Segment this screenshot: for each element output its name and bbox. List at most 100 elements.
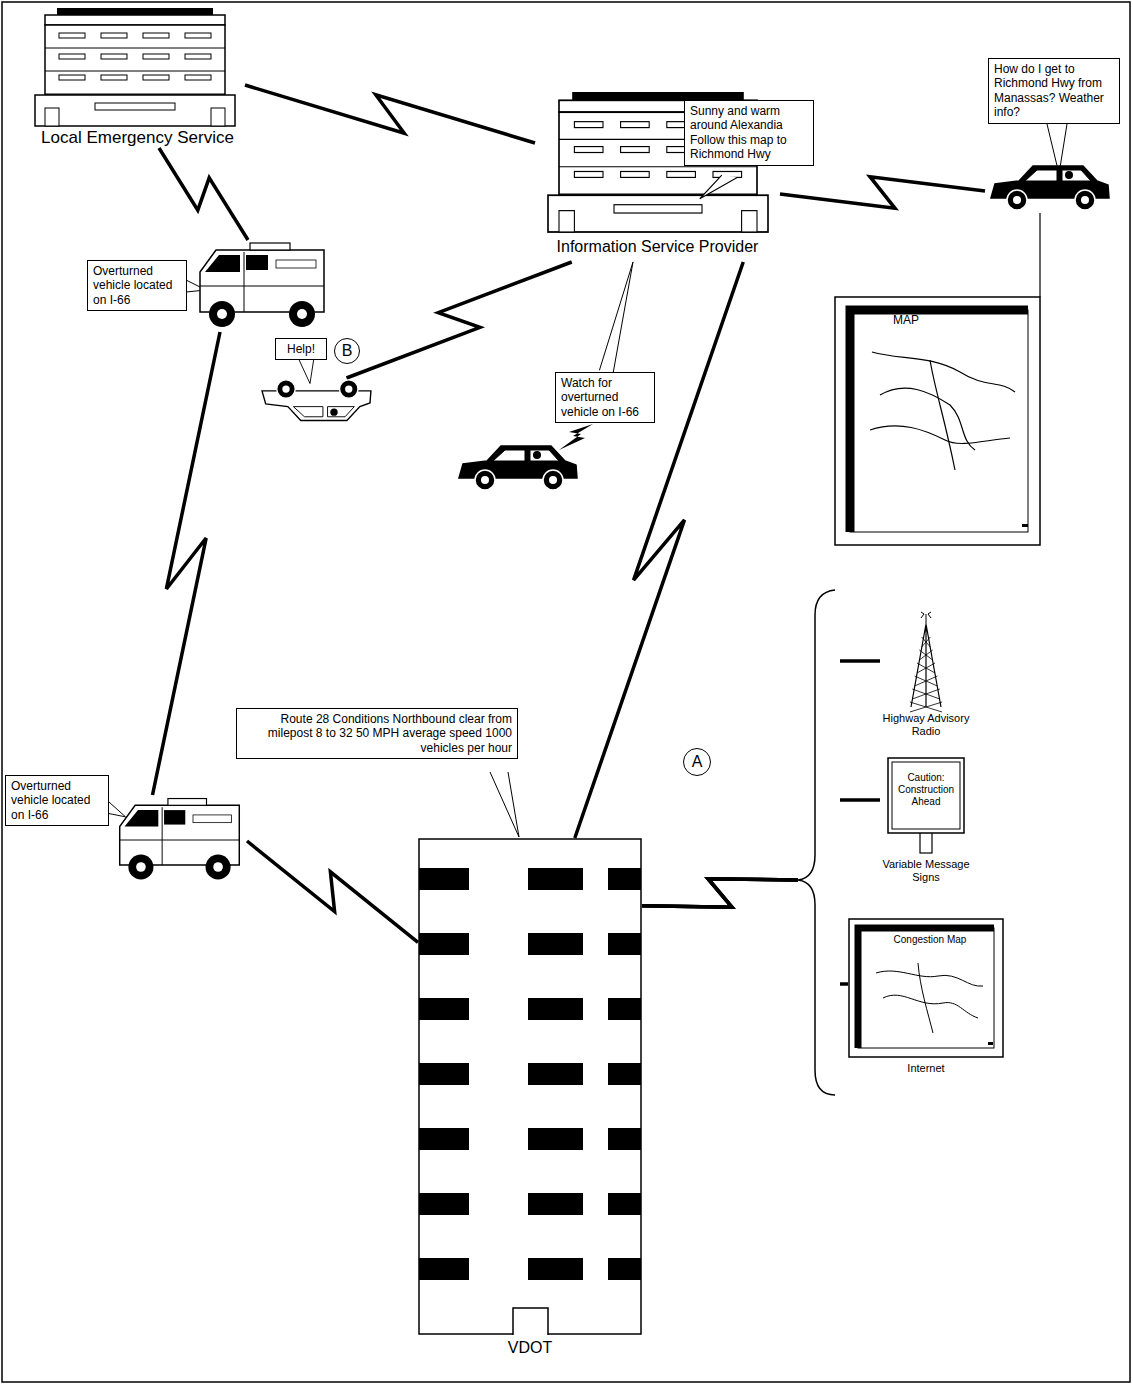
rect-part (45, 25, 225, 95)
circle-part (1065, 171, 1073, 179)
rect-part (419, 1258, 469, 1280)
circle-part (217, 309, 227, 319)
rect-part (419, 1193, 469, 1215)
rect-part (419, 839, 641, 1334)
radio-tower-picture (901, 612, 951, 707)
rect-part (419, 868, 469, 890)
overturned-car: Help! (255, 378, 377, 426)
rect-part (185, 54, 211, 59)
path-part (559, 424, 593, 450)
line-part (162, 807, 163, 865)
message-sign: Caution: Construction AheadVariable Mess… (880, 758, 972, 898)
g-part (459, 446, 577, 490)
rect-part (419, 1128, 469, 1150)
rect-part (528, 1258, 583, 1280)
line-part (917, 663, 935, 673)
rect-part (608, 933, 641, 955)
path-part (328, 407, 355, 417)
rect-part (621, 122, 650, 128)
map-display (835, 297, 1040, 545)
line-part (910, 702, 942, 712)
circle-part (136, 862, 146, 872)
line-part (915, 676, 938, 686)
rect-part (185, 75, 211, 80)
rect-part (185, 33, 211, 38)
path-part (880, 388, 975, 450)
rect-part (57, 8, 213, 15)
rect-part (59, 33, 85, 38)
rect-part (101, 33, 127, 38)
path-part (911, 624, 941, 707)
rect-part (1022, 524, 1028, 527)
circle-part (282, 385, 289, 392)
speech-bubble: How do I get to Richmond Hwy from Manass… (988, 58, 1120, 124)
rect-part (101, 54, 127, 59)
rect-part (988, 1042, 993, 1045)
circle-part (533, 451, 541, 459)
rect-part (528, 998, 583, 1020)
rect-part (667, 171, 696, 177)
rect-part (621, 171, 650, 177)
rect-part (246, 255, 268, 270)
rect-part (608, 868, 641, 890)
rect-part (742, 211, 757, 232)
circle-part (289, 301, 315, 327)
line-part (45, 71, 225, 72)
wireless-link (642, 800, 880, 907)
rect-part (608, 1193, 641, 1215)
circle-part (128, 854, 153, 879)
path-part (530, 450, 559, 461)
speech-bubble: Route 28 Conditions Northbound clear fro… (236, 708, 518, 759)
circle-part (1081, 196, 1089, 204)
ambulance-van: Overturned vehicle located on I-66 (112, 795, 247, 887)
rect-part (920, 832, 932, 853)
screen-title: MAP (893, 313, 919, 327)
rect-part (45, 108, 59, 126)
rect-part (888, 758, 964, 833)
wireless-link (347, 262, 572, 378)
line-part (45, 48, 225, 49)
ambulance-van-picture (112, 795, 247, 885)
line-part (922, 637, 931, 647)
line-part (922, 637, 931, 647)
rect-part (35, 95, 235, 126)
driver-car-picture (987, 160, 1112, 212)
line-part (559, 166, 757, 167)
passing-car: Watch for overturned vehicle on I-66 (455, 372, 665, 494)
wireless-link (642, 879, 848, 984)
rect-part (528, 1193, 583, 1215)
circle-part (543, 470, 563, 490)
wireless-link (153, 332, 221, 795)
overturned-car-picture (255, 378, 377, 426)
rect-part (574, 171, 603, 177)
speech-bubble: Overturned vehicle located on I-66 (5, 775, 109, 826)
rect-part (143, 54, 169, 59)
rect-part (608, 1128, 641, 1150)
rect-part (193, 815, 232, 823)
callout-tail (599, 262, 633, 374)
wireless-link (780, 177, 985, 209)
rect-part (574, 147, 603, 153)
rect-part (45, 15, 225, 25)
rect-part (608, 1258, 641, 1280)
vdot-building-picture (418, 838, 642, 1335)
rect-part (143, 75, 169, 80)
circle-part (345, 385, 352, 392)
path-part (106, 800, 125, 817)
callout-letter: A (683, 748, 711, 776)
building-name: Local Emergency Service (30, 128, 245, 148)
path-part (513, 1308, 548, 1335)
callout-letter: B (334, 338, 360, 364)
circle-part (1007, 190, 1027, 210)
rect-part (849, 919, 1003, 1057)
line-part (912, 689, 939, 699)
rect-part (250, 243, 290, 250)
circle-part (1075, 190, 1095, 210)
device-label: Variable Message Signs (880, 858, 972, 884)
circle-part (549, 476, 557, 484)
circle-part (340, 380, 358, 398)
provider-building: Information Service ProviderSunny and wa… (535, 92, 780, 262)
ambulance-van-picture (192, 240, 332, 332)
